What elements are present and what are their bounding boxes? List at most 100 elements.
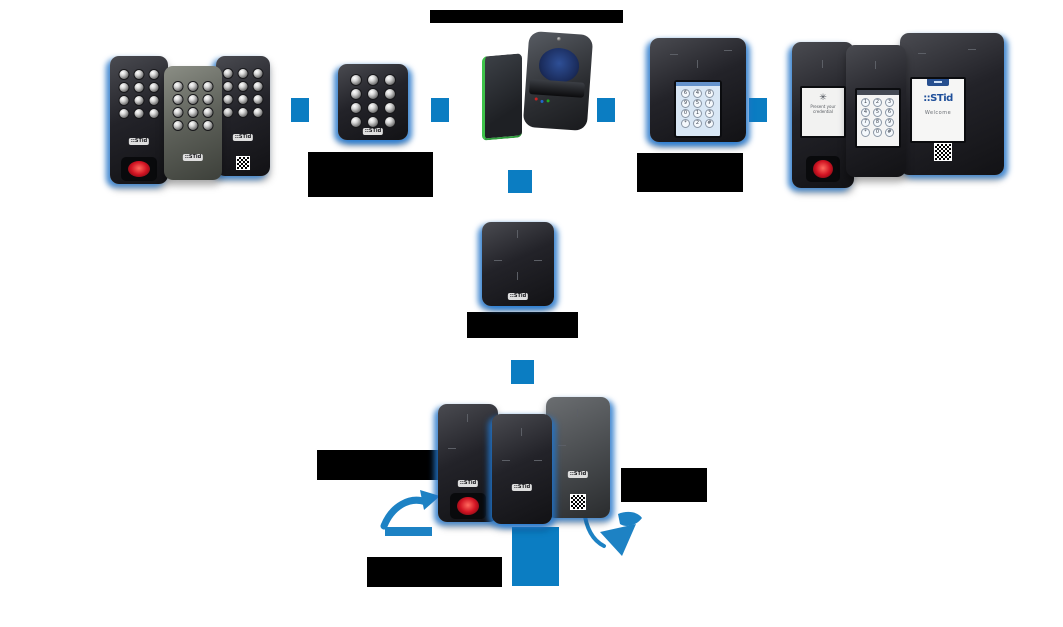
qr-code-window xyxy=(934,143,952,161)
touch-key: 9 xyxy=(681,99,690,108)
touch-key: 7 xyxy=(861,118,870,127)
keypad-key xyxy=(385,89,395,99)
reader-keypad-qr: ::STid xyxy=(216,56,270,176)
keypad-key xyxy=(203,108,213,117)
touch-key: 5 xyxy=(693,99,702,108)
face-mark xyxy=(467,414,468,422)
touch-key: 1 xyxy=(693,109,702,118)
keypad-key xyxy=(173,108,183,117)
stid-logo: ::STid xyxy=(923,93,953,104)
keypad-key xyxy=(188,95,198,104)
reader-keypad: ::STid xyxy=(338,64,408,140)
exploded-reader-view xyxy=(480,30,598,145)
connector-block xyxy=(529,79,585,98)
stid-logo: ::STid xyxy=(128,138,150,145)
connector-rectangle-large xyxy=(512,527,559,586)
keypad-key xyxy=(203,82,213,91)
keypad-key xyxy=(223,82,233,91)
fingerprint-sensor xyxy=(450,493,486,519)
face-mark xyxy=(697,60,698,68)
touch-key: # xyxy=(705,119,714,128)
keypad-key xyxy=(188,82,198,91)
keypad-key xyxy=(203,95,213,104)
welcome-screen: ::STid Welcome xyxy=(910,77,966,143)
keypad-key xyxy=(368,75,378,85)
keypad-key xyxy=(368,89,378,99)
keypad-key xyxy=(188,108,198,117)
touch-key: * xyxy=(861,128,870,137)
keypad-key xyxy=(119,96,129,105)
reader-touch-welcome: ::STid Welcome xyxy=(900,33,1004,175)
reader-keypad-gray: ::STid xyxy=(164,66,222,180)
keypad-key xyxy=(351,75,361,85)
touch-key: 4 xyxy=(693,89,702,98)
redacted-title-bar xyxy=(430,10,623,23)
keypad-key xyxy=(173,95,183,104)
keypad-key xyxy=(238,69,248,78)
keypad-key xyxy=(385,75,395,85)
keypad-key xyxy=(253,69,263,78)
face-mark xyxy=(968,49,976,50)
connector-square xyxy=(749,98,767,122)
welcome-text: Welcome xyxy=(924,110,952,116)
wire-green xyxy=(546,99,550,103)
keypad-key xyxy=(173,121,183,130)
keypad-key xyxy=(253,108,263,117)
face-mark xyxy=(517,272,518,280)
hand-tap-icon: ✳ xyxy=(819,93,827,103)
antenna-cavity xyxy=(537,46,581,84)
reader-biometric-keypad: ::STid xyxy=(110,56,168,184)
touch-key: # xyxy=(885,128,894,137)
keypad-key xyxy=(149,83,159,92)
touch-key: 0 xyxy=(681,109,690,118)
face-mark xyxy=(502,460,510,461)
face-mark xyxy=(875,61,876,69)
touch-key: 3 xyxy=(885,98,894,107)
keypad-key xyxy=(188,121,198,130)
keypad xyxy=(173,82,213,130)
reader-architect-blue: ::STid xyxy=(482,222,554,306)
keypad-key xyxy=(134,96,144,105)
touch-key: 0 xyxy=(873,128,882,137)
keypad-key xyxy=(368,117,378,127)
connector-square xyxy=(597,98,615,122)
touch-key: * xyxy=(681,119,690,128)
face-mark xyxy=(558,445,566,446)
stid-logo: ::STid xyxy=(567,471,589,478)
touch-key: 6 xyxy=(681,89,690,98)
touch-key: 8 xyxy=(873,118,882,127)
face-mark xyxy=(534,260,542,261)
arrow-up-right-icon xyxy=(380,490,440,536)
touch-key: 3 xyxy=(705,109,714,118)
wire-red xyxy=(534,97,538,101)
redacted-label-keypad-reader xyxy=(308,152,433,197)
stid-logo: ::STid xyxy=(511,484,533,491)
keypad-key xyxy=(119,83,129,92)
screen-header-strip xyxy=(676,82,720,86)
face-mark xyxy=(534,460,542,461)
screw-icon xyxy=(556,36,562,42)
connector-square xyxy=(508,170,532,193)
face-mark xyxy=(517,230,518,238)
touch-key: 9 xyxy=(885,118,894,127)
keypad-key xyxy=(351,117,361,127)
stid-logo: ::STid xyxy=(362,128,384,135)
keypad-key xyxy=(134,109,144,118)
touch-key: 1 xyxy=(861,98,870,107)
reader-cover-pcb xyxy=(482,53,522,141)
stid-logo: ::STid xyxy=(507,293,529,300)
face-mark xyxy=(918,53,926,54)
keypad-key xyxy=(223,69,233,78)
fingerprint-sensor xyxy=(806,156,840,182)
face-mark xyxy=(577,409,578,417)
face-mark xyxy=(521,428,522,436)
touch-key: 4 xyxy=(861,108,870,117)
keypad-key xyxy=(134,83,144,92)
screen-header-strip xyxy=(857,90,899,95)
present-credential-screen: ✳ Present your credential xyxy=(800,86,846,138)
